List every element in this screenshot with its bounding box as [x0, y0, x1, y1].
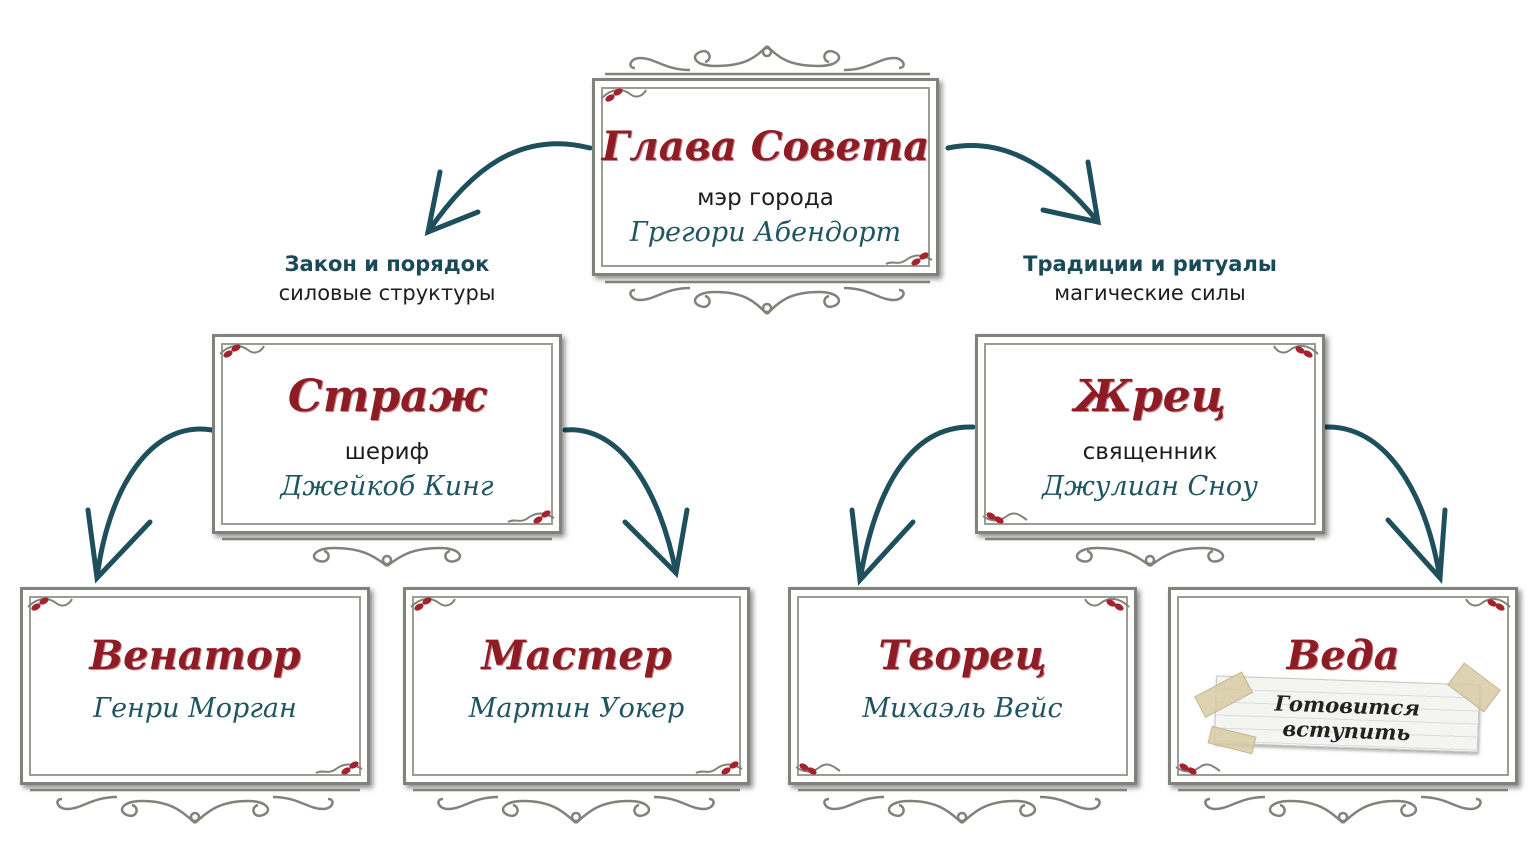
arrow-head-to-priest-tip — [1040, 159, 1102, 226]
corner-flourish-icon — [219, 344, 265, 358]
arrow-guard-to-master-tip — [622, 507, 690, 579]
ornament-bottom-head — [605, 280, 930, 315]
card-person: Грегори Абендорт — [629, 217, 902, 248]
card-title: Глава Совета — [601, 123, 930, 170]
card-person: Джулиан Сноу — [1042, 471, 1258, 502]
card-title: Жрец — [1074, 371, 1226, 422]
corner-flourish-icon — [795, 763, 841, 775]
card-title: Творец — [878, 632, 1047, 679]
arrow-head-to-guard-tip — [424, 169, 481, 237]
corner-flourish-icon — [601, 88, 647, 102]
branch-title: Закон и порядок — [284, 252, 490, 276]
ornament-bottom-veda — [1178, 788, 1508, 824]
card-person: Михаэль Вейс — [862, 693, 1063, 724]
card-title: Мастер — [481, 632, 672, 679]
paper-note-text: Готовится вступить — [1274, 690, 1421, 746]
branch-subtitle: силовые структуры — [278, 281, 496, 305]
arrow-priest-to-creator — [857, 424, 976, 583]
arrow-priest-to-veda — [1322, 424, 1443, 581]
arrow-head-to-priest — [945, 143, 1101, 225]
ornament-bottom-master — [413, 788, 740, 824]
corner-flourish-icon — [1175, 763, 1221, 775]
card-guard: Страж шериф Джейкоб Кинг — [212, 334, 562, 534]
card-person: Мартин Уокер — [468, 693, 685, 724]
corner-flourish-icon — [1273, 344, 1319, 358]
card-venator: Венатор Генри Морган — [20, 587, 370, 785]
card-person: Джейкоб Кинг — [280, 471, 494, 502]
card-title: Венатор — [89, 632, 301, 679]
arrow-guard-to-venator-tip — [85, 507, 153, 584]
branch-law-and-order: Закон и порядок силовые структуры — [197, 252, 577, 305]
card-title: Страж — [287, 371, 487, 422]
card-creator: Творец Михаэль Вейс — [788, 587, 1137, 785]
card-role: шериф — [344, 439, 430, 465]
corner-flourish-icon — [1084, 597, 1130, 611]
arrow-priest-to-creator-tip — [849, 507, 916, 586]
branch-traditions-and-rituals: Традиции и ритуалы магические силы — [960, 252, 1340, 305]
corner-flourish-icon — [410, 597, 456, 611]
corner-flourish-icon — [982, 512, 1028, 524]
corner-flourish-icon — [695, 761, 743, 775]
ornament-top-head — [605, 45, 930, 76]
ornament-bottom-priest — [985, 537, 1315, 567]
ornament-bottom-creator — [798, 788, 1127, 824]
corner-flourish-icon — [27, 597, 73, 611]
branch-subtitle: магические силы — [1054, 281, 1246, 305]
card-role: мэр города — [697, 185, 834, 211]
branch-title: Традиции и ритуалы — [1023, 252, 1277, 276]
ornament-bottom-venator — [30, 788, 360, 824]
corner-flourish-icon — [1465, 597, 1511, 611]
arrow-guard-to-master — [562, 427, 679, 576]
card-master: Мастер Мартин Уокер — [403, 587, 750, 785]
card-title: Веда — [1286, 632, 1400, 679]
arrow-priest-to-veda-tip — [1385, 507, 1448, 585]
card-head-of-council: Глава Совета мэр города Грегори Абендорт — [592, 78, 939, 276]
card-person: Генри Морган — [93, 693, 297, 724]
arrow-guard-to-venator — [94, 426, 215, 581]
card-priest: Жрец священник Джулиан Сноу — [975, 334, 1325, 534]
corner-flourish-icon — [315, 761, 363, 775]
card-role: священник — [1082, 439, 1218, 465]
corner-flourish-icon — [885, 252, 933, 266]
corner-flourish-icon — [507, 510, 555, 524]
paper-note: Готовится вступить — [1194, 662, 1501, 755]
arrow-head-to-guard — [425, 141, 593, 235]
ornament-bottom-guard — [222, 537, 552, 567]
